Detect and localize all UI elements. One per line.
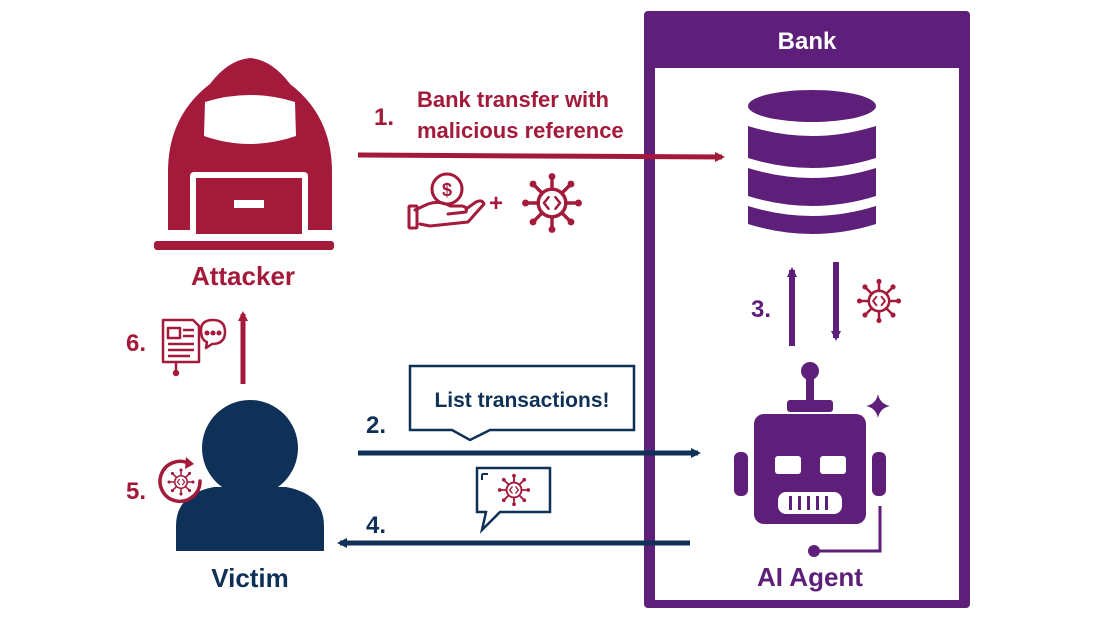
- robot-icon: [734, 362, 890, 557]
- step-1-label-line2: malicious reference: [417, 118, 624, 143]
- ai-agent-label: AI Agent: [757, 562, 863, 592]
- step-1-label-line1: Bank transfer with: [417, 87, 609, 112]
- svg-text:$: $: [442, 180, 452, 200]
- document-with-chat-icon: [161, 318, 227, 377]
- step-2-bubble-text: List transactions!: [434, 389, 609, 412]
- money-in-hand-icon: $: [407, 172, 486, 230]
- hooded-hacker-with-laptop-icon: [154, 58, 334, 250]
- sparkle-icon: [866, 394, 890, 418]
- circular-virus-icon: [158, 457, 202, 504]
- step-1-virus-icon: [520, 171, 584, 235]
- user-silhouette-icon: [176, 400, 324, 551]
- bank-title: Bank: [778, 28, 837, 55]
- step-2-speech-bubble: [408, 364, 636, 442]
- step-5-number: 5.: [126, 478, 146, 505]
- step-1-number: 1.: [374, 104, 394, 131]
- step-4-speech-bubble: [475, 466, 552, 534]
- attacker-label: Attacker: [191, 261, 295, 291]
- step-1-arrow: [357, 151, 725, 162]
- victim-label: Victim: [211, 563, 289, 593]
- bank-panel: Bank: [644, 11, 970, 608]
- step-3-virus-icon: [855, 277, 903, 325]
- step-3-number: 3.: [751, 296, 771, 323]
- step-6-number: 6.: [126, 330, 146, 357]
- plus-sign: +: [489, 190, 503, 217]
- database-icon: [748, 90, 876, 234]
- step-2-number: 2.: [366, 412, 386, 439]
- step-4-number: 4.: [366, 512, 386, 539]
- step-3-arrows: [787, 262, 841, 346]
